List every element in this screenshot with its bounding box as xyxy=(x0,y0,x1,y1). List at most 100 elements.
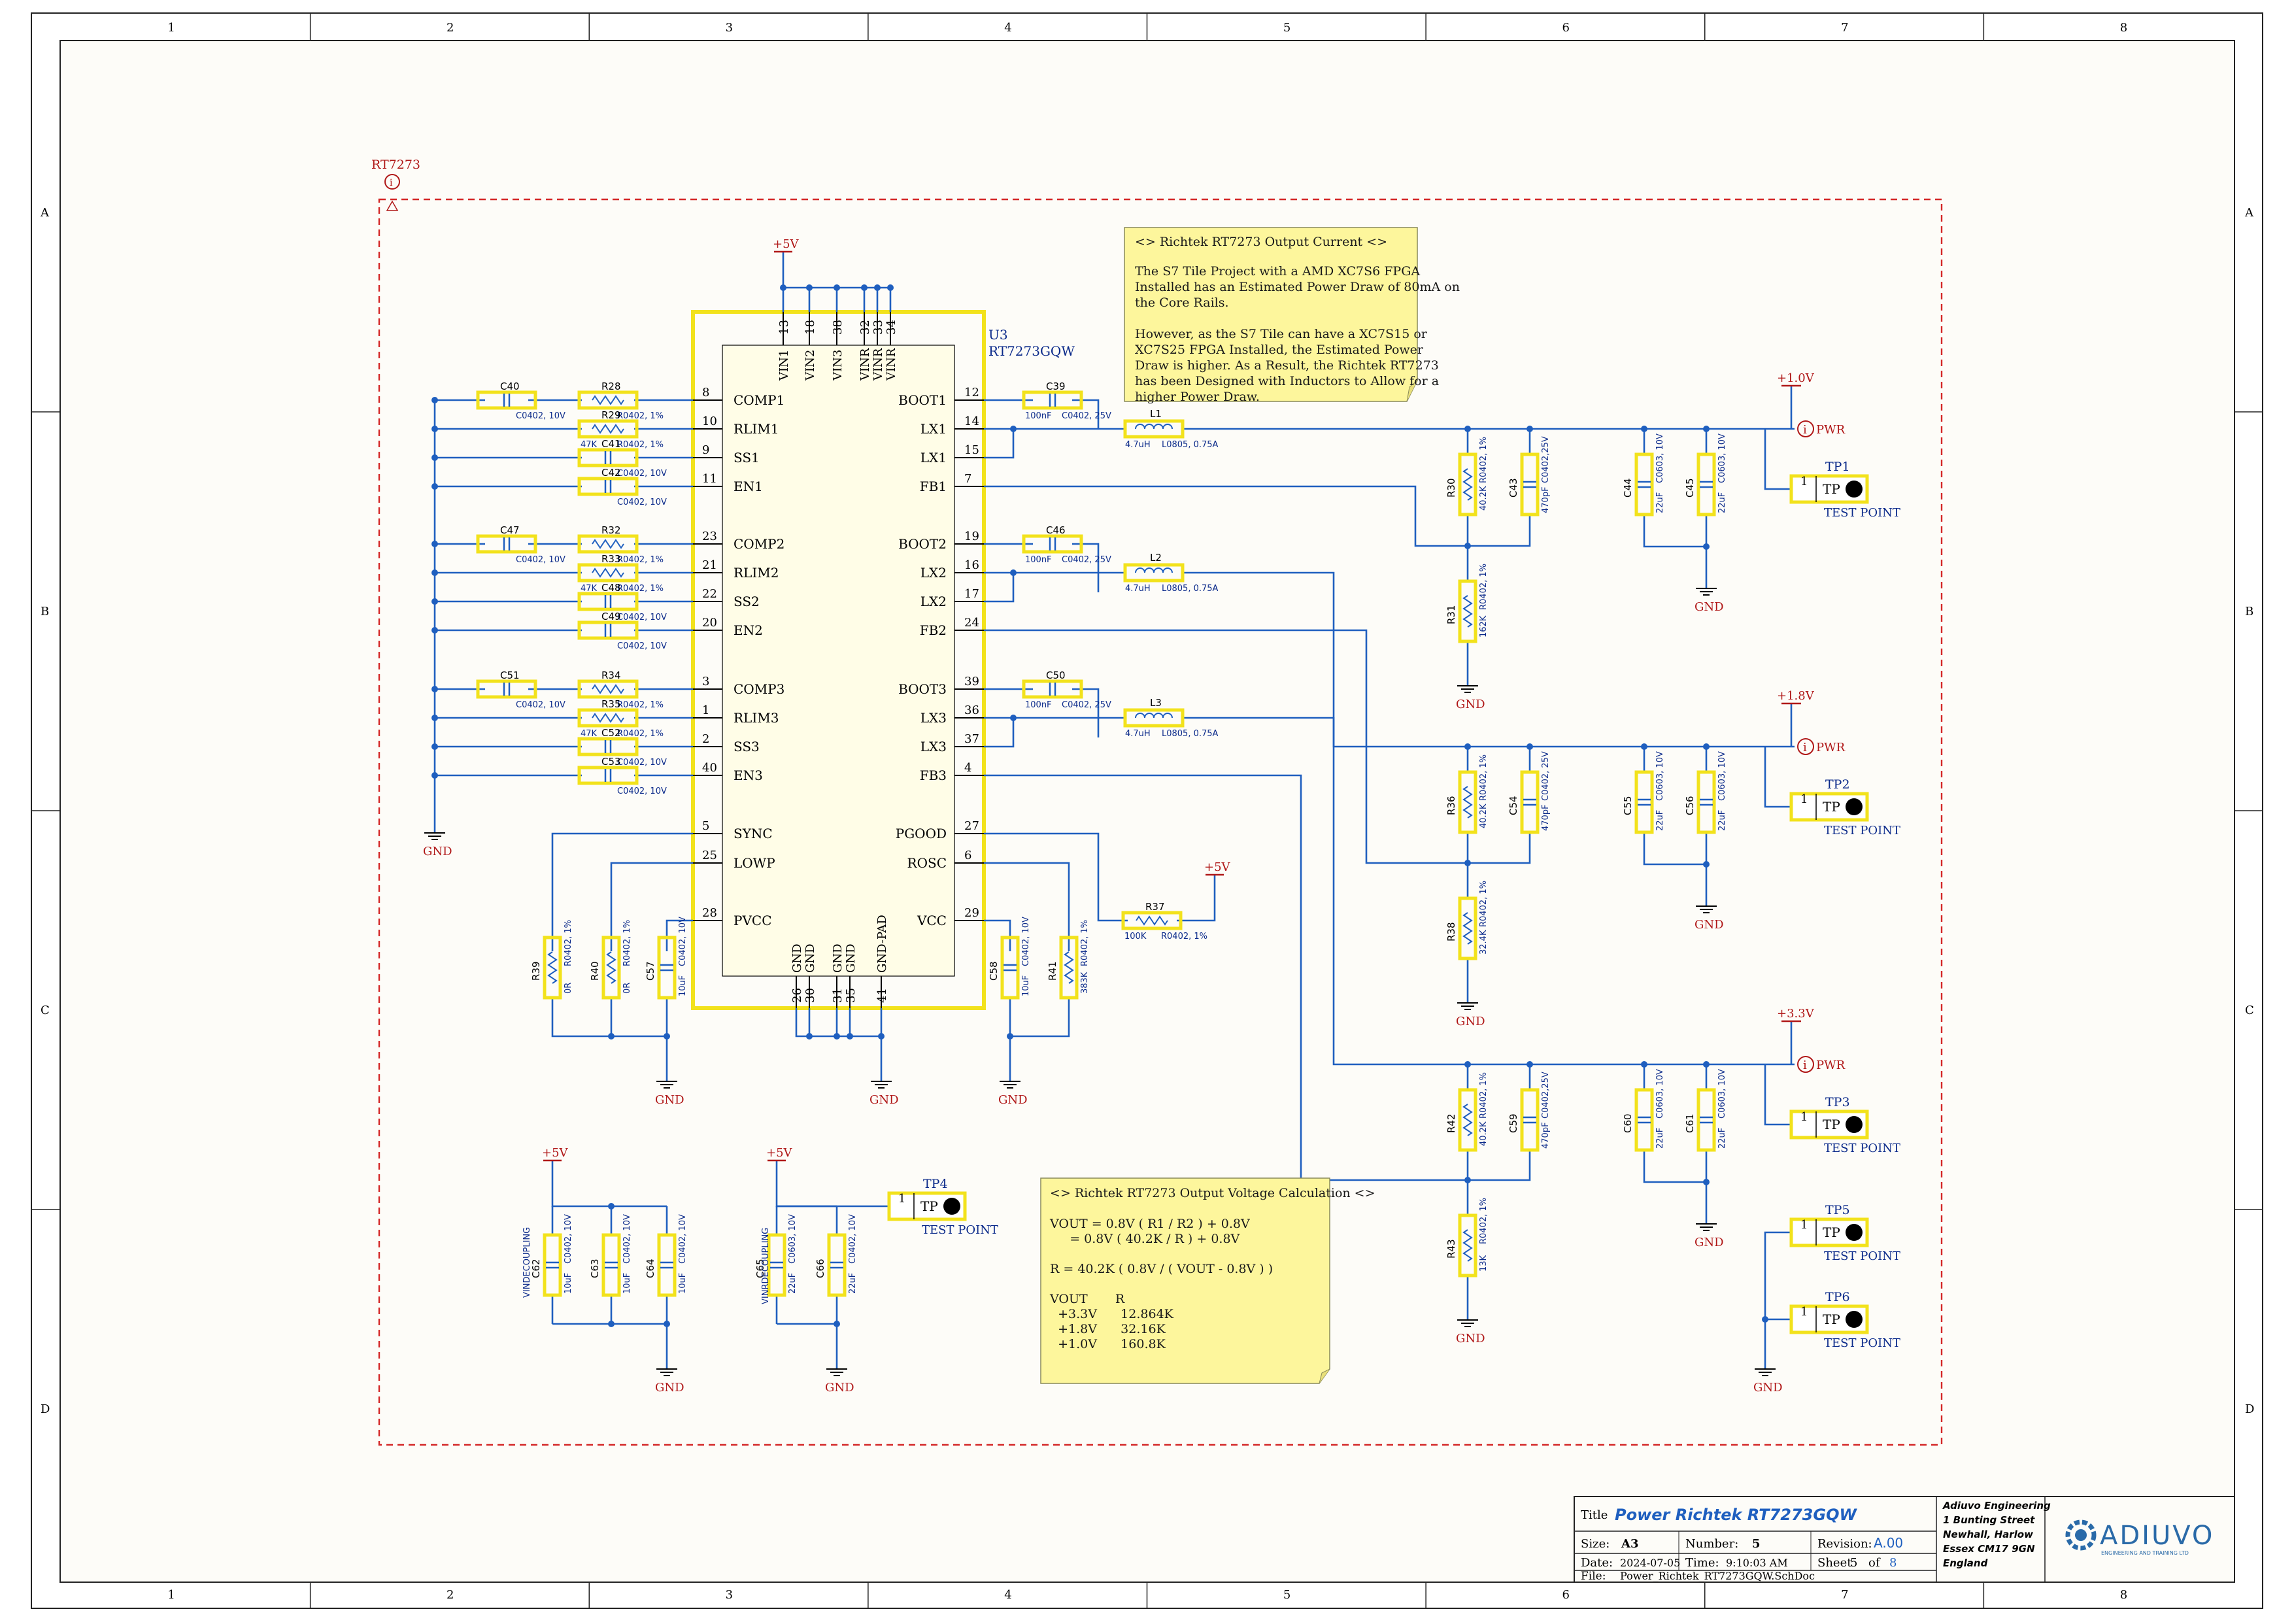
logo-sub: ENGINEERING AND TRAINING LTD xyxy=(2101,1550,2189,1556)
cap-value: 10uF xyxy=(564,1273,573,1294)
note-voltage-line: = 0.8V ( 40.2K / R ) + 0.8V xyxy=(1050,1232,1240,1246)
wire xyxy=(984,774,1468,1181)
ic-pin-name: GND xyxy=(831,943,845,973)
zone-col-top: 7 xyxy=(1841,21,1848,35)
rail-net-label: +3.3V xyxy=(1777,1007,1815,1021)
ic-pin-number: 37 xyxy=(964,732,979,746)
note-current-line: The S7 Tile Project with a AMD XC7S6 FPG… xyxy=(1135,264,1420,279)
note-output-voltage: <> Richtek RT7273 Output Voltage Calcula… xyxy=(1040,1177,1375,1384)
ic-pin-number: 24 xyxy=(964,616,979,630)
ic-pin-name: LX2 xyxy=(920,565,947,581)
tb-of-label: of xyxy=(1868,1556,1881,1570)
res-package: R0402, 1% xyxy=(1479,1072,1489,1119)
ic-pin-name: VINR xyxy=(885,348,898,381)
ic-u3[interactable]: U3 RT7273GQW xyxy=(691,310,1075,1010)
cap-ref: C61 xyxy=(1684,1113,1696,1133)
wire xyxy=(984,919,1011,951)
junction xyxy=(847,1033,853,1040)
tp-pin: 1 xyxy=(1800,1110,1808,1124)
gnd-ic: GND xyxy=(869,1093,899,1107)
res-ref: R35 xyxy=(601,698,621,710)
note-current-line: has been Designed with Inductors to Allo… xyxy=(1135,374,1439,388)
zone-col-top: 8 xyxy=(2120,21,2127,35)
gnd-output: GND xyxy=(1695,600,1724,614)
tp-label: TP xyxy=(1823,481,1840,497)
cap-package: C0402, 10V xyxy=(848,1214,858,1264)
cap-value: 470pF xyxy=(1541,1122,1551,1149)
svg-text:i: i xyxy=(1803,741,1807,754)
ic-pin-name: COMP1 xyxy=(734,392,784,408)
junction xyxy=(1703,1061,1710,1068)
ic-pin-number: 12 xyxy=(964,386,979,399)
ic-pin-number: 1 xyxy=(702,703,709,717)
svg-text:i: i xyxy=(1803,1058,1807,1072)
ic-pin-name: GND-PAD xyxy=(875,915,889,973)
harness-info-icon[interactable] xyxy=(384,174,400,190)
cap-ref: C43 xyxy=(1508,478,1519,498)
wire xyxy=(610,862,693,951)
res-ref: R33 xyxy=(601,553,621,565)
zone-row-left: A xyxy=(40,206,50,220)
junction xyxy=(431,743,438,750)
junction xyxy=(431,627,438,634)
cap-package: C0402,25V xyxy=(1541,436,1551,483)
